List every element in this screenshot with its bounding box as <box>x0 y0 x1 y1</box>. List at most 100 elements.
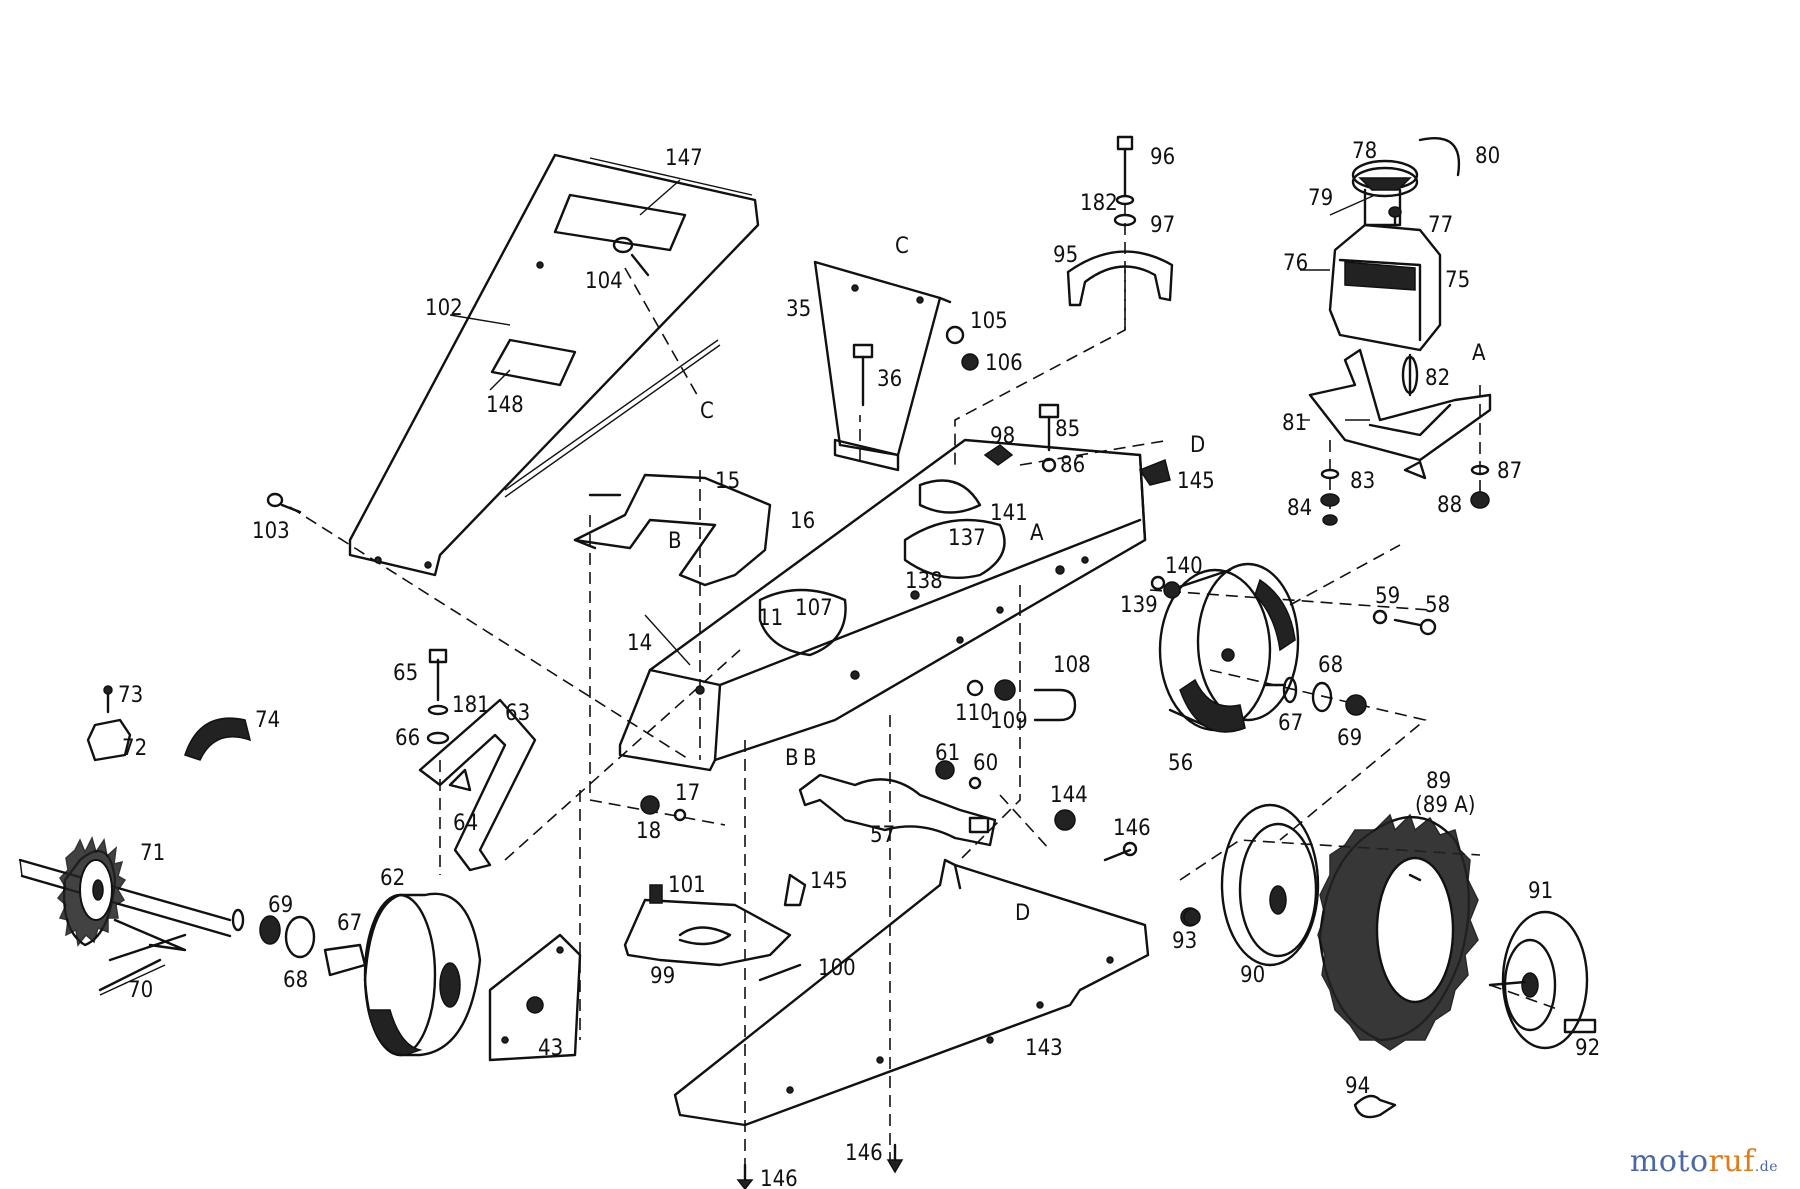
part-label: 59 <box>1375 584 1400 609</box>
part-label: 102 <box>425 296 463 321</box>
part-label: 146 <box>760 1167 798 1189</box>
part-label: 141 <box>990 501 1028 526</box>
part-label: 76 <box>1283 251 1308 276</box>
part-label: 78 <box>1352 139 1377 164</box>
watermark-tld: .de <box>1754 1159 1778 1175</box>
part-label: 67 <box>337 911 362 936</box>
pulley-56-part <box>1158 562 1367 733</box>
part-label: 95 <box>1053 243 1078 268</box>
part-label: 36 <box>877 367 902 392</box>
part-label: 109 <box>990 709 1028 734</box>
part-label: (89 A) <box>1415 793 1475 818</box>
part-label: 83 <box>1350 469 1375 494</box>
part-label: 14 <box>627 631 652 656</box>
part-label: 79 <box>1308 186 1333 211</box>
bolt-96-part <box>1113 135 1137 227</box>
part-label: 74 <box>255 708 280 733</box>
part-label: 92 <box>1575 1036 1600 1061</box>
part-label: 94 <box>1345 1074 1370 1099</box>
part-label: 81 <box>1282 411 1307 436</box>
part-label: 69 <box>268 893 293 918</box>
part-label: 143 <box>1025 1036 1063 1061</box>
part-label: 61 <box>935 741 960 766</box>
part-label: 104 <box>585 269 623 294</box>
fasteners-part <box>266 206 1490 1189</box>
part-label: 146 <box>1113 816 1151 841</box>
shaft-71-part <box>18 835 367 996</box>
part-label: 107 <box>795 596 833 621</box>
part-label: 17 <box>675 781 700 806</box>
part-label: 87 <box>1497 459 1522 484</box>
part-label: 68 <box>1318 653 1343 678</box>
part-label: 138 <box>905 569 943 594</box>
part-label: 105 <box>970 309 1008 334</box>
part-label: C <box>700 399 714 424</box>
part-labels: 147 104 102 148 103 35 105 106 36 96 182… <box>118 139 1600 1189</box>
part-label: 64 <box>453 811 478 836</box>
part-label: 100 <box>818 956 856 981</box>
part-label: 70 <box>128 978 153 1003</box>
part-label: 77 <box>1428 213 1453 238</box>
part-label: 82 <box>1425 366 1450 391</box>
part-label: 93 <box>1172 929 1197 954</box>
part-label: 140 <box>1165 554 1203 579</box>
part-label: 146 <box>845 1141 883 1166</box>
part-label: 98 <box>990 424 1015 449</box>
watermark-brand-accent: ruf <box>1708 1144 1755 1179</box>
part-label: 108 <box>1053 653 1091 678</box>
part-label: 67 <box>1278 711 1303 736</box>
part-label: D <box>1015 901 1030 926</box>
label-ticks <box>449 179 1370 666</box>
part-label: B <box>803 746 817 771</box>
part-label: 71 <box>140 841 165 866</box>
part-label: 96 <box>1150 145 1175 170</box>
clip-95-part <box>1066 250 1174 307</box>
bottom-plate-part <box>673 858 1150 1127</box>
part-label: 145 <box>810 869 848 894</box>
pulley-62-part <box>363 892 582 1062</box>
part-label: 80 <box>1475 144 1500 169</box>
part-label: 35 <box>786 297 811 322</box>
part-label: 18 <box>636 819 661 844</box>
part-label: 84 <box>1287 496 1312 521</box>
part-label: 57 <box>870 823 895 848</box>
part-label: 88 <box>1437 493 1462 518</box>
part-label: 75 <box>1445 268 1470 293</box>
part-label: 58 <box>1425 593 1450 618</box>
part-label: B <box>785 746 799 771</box>
watermark-brand: moto <box>1629 1144 1709 1179</box>
main-frame-part <box>618 438 1147 772</box>
part-label: 97 <box>1150 213 1175 238</box>
part-label: 63 <box>505 701 530 726</box>
part-label: 181 <box>452 693 490 718</box>
watermark-logo: motoruf.de <box>1630 1144 1778 1179</box>
part-label: C <box>895 234 909 259</box>
part-label: 85 <box>1055 417 1080 442</box>
part-label: A <box>1030 521 1044 546</box>
part-label: B <box>668 529 682 554</box>
part-label: 69 <box>1337 726 1362 751</box>
part-label: 11 <box>758 606 783 631</box>
part-label: 182 <box>1080 191 1118 216</box>
part-label: 89 <box>1426 769 1451 794</box>
part-label: D <box>1190 433 1205 458</box>
part-label: 147 <box>665 146 703 171</box>
arm-63-part <box>418 698 537 872</box>
bracket-16-part <box>573 473 772 587</box>
part-label: 139 <box>1120 593 1158 618</box>
part-label: 90 <box>1240 963 1265 988</box>
part-label: 66 <box>395 726 420 751</box>
part-label: 86 <box>1060 453 1085 478</box>
part-label: 103 <box>252 519 290 544</box>
main-cover-part <box>348 153 760 577</box>
part-label: 145 <box>1177 469 1215 494</box>
bracket-57-part <box>798 773 997 847</box>
bracket-99-part <box>623 873 807 982</box>
wheel-assembly-part <box>1220 803 1597 1119</box>
part-label: 15 <box>715 469 740 494</box>
part-label: 106 <box>985 351 1023 376</box>
part-label: 101 <box>668 873 706 898</box>
part-label: 65 <box>393 661 418 686</box>
part-label: 68 <box>283 968 308 993</box>
